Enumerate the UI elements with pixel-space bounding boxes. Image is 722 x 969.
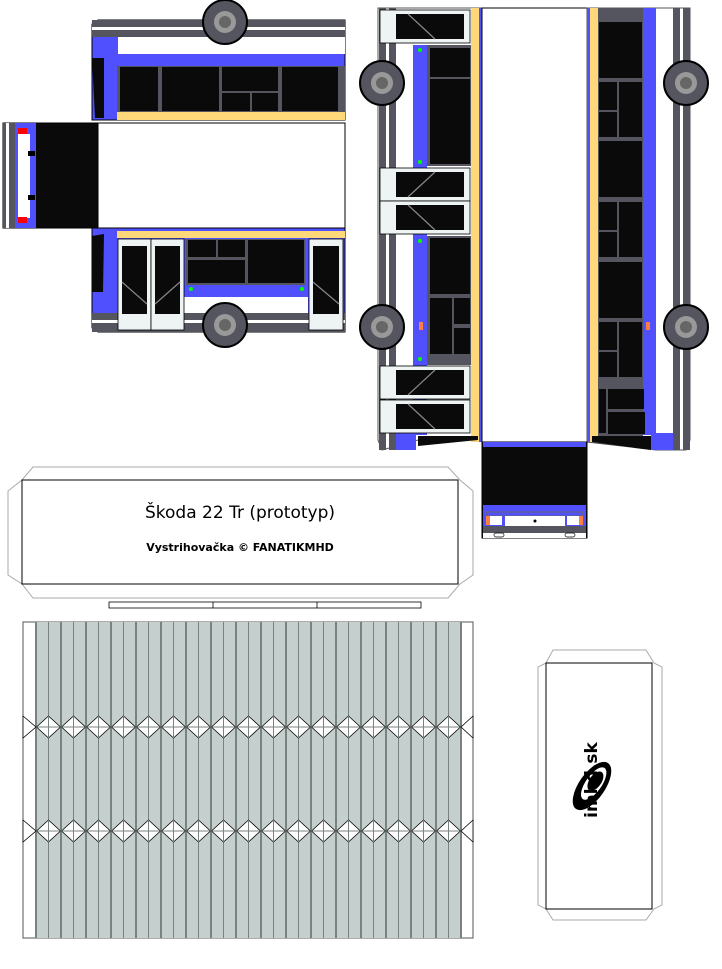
wheel bbox=[663, 304, 709, 350]
title-box bbox=[7, 466, 474, 599]
rear-panel bbox=[2, 122, 99, 229]
hub bbox=[376, 77, 388, 89]
hub bbox=[680, 77, 692, 89]
door-handle bbox=[407, 171, 436, 198]
wheels bbox=[359, 60, 709, 350]
door-handle bbox=[407, 13, 436, 40]
wheel bbox=[359, 60, 405, 106]
wheel bbox=[359, 304, 405, 350]
door-window bbox=[396, 14, 464, 39]
model-credit: Vystrihovačka © FANATIKMHD bbox=[146, 541, 334, 554]
imhd-logo-icon bbox=[572, 761, 612, 811]
door-handle bbox=[407, 204, 436, 231]
door-window bbox=[122, 246, 147, 314]
side-panel-vertical-right bbox=[586, 7, 691, 451]
edge-notch bbox=[22, 715, 37, 739]
door-window bbox=[313, 246, 339, 314]
door-window bbox=[396, 370, 464, 395]
wheel bbox=[202, 302, 248, 348]
door-window bbox=[396, 404, 464, 429]
door-handle bbox=[154, 281, 181, 305]
door-window bbox=[396, 205, 464, 230]
wheel bbox=[663, 60, 709, 106]
hub bbox=[376, 321, 388, 333]
edge-notch bbox=[460, 819, 474, 843]
door-handle bbox=[312, 281, 340, 305]
edge-notch bbox=[22, 819, 37, 843]
door-window bbox=[155, 246, 180, 314]
roof-panel bbox=[481, 7, 588, 443]
side-panel-top bbox=[91, 19, 346, 121]
model-title: Škoda 22 Tr (prototyp) bbox=[144, 503, 335, 523]
hub bbox=[680, 321, 692, 333]
wheel bbox=[202, 0, 248, 45]
edge-notch bbox=[460, 715, 474, 739]
door-handle bbox=[407, 403, 436, 430]
doors bbox=[379, 9, 471, 434]
bellows-strip bbox=[22, 621, 474, 939]
doors bbox=[117, 238, 344, 331]
roof-panel-left bbox=[97, 122, 346, 229]
door-handle bbox=[407, 369, 436, 396]
glue-strip bbox=[108, 601, 422, 609]
door-window bbox=[396, 172, 464, 197]
door-handle bbox=[121, 281, 148, 305]
front-panel bbox=[481, 441, 588, 539]
logo-text: imhd.sk bbox=[582, 742, 602, 818]
